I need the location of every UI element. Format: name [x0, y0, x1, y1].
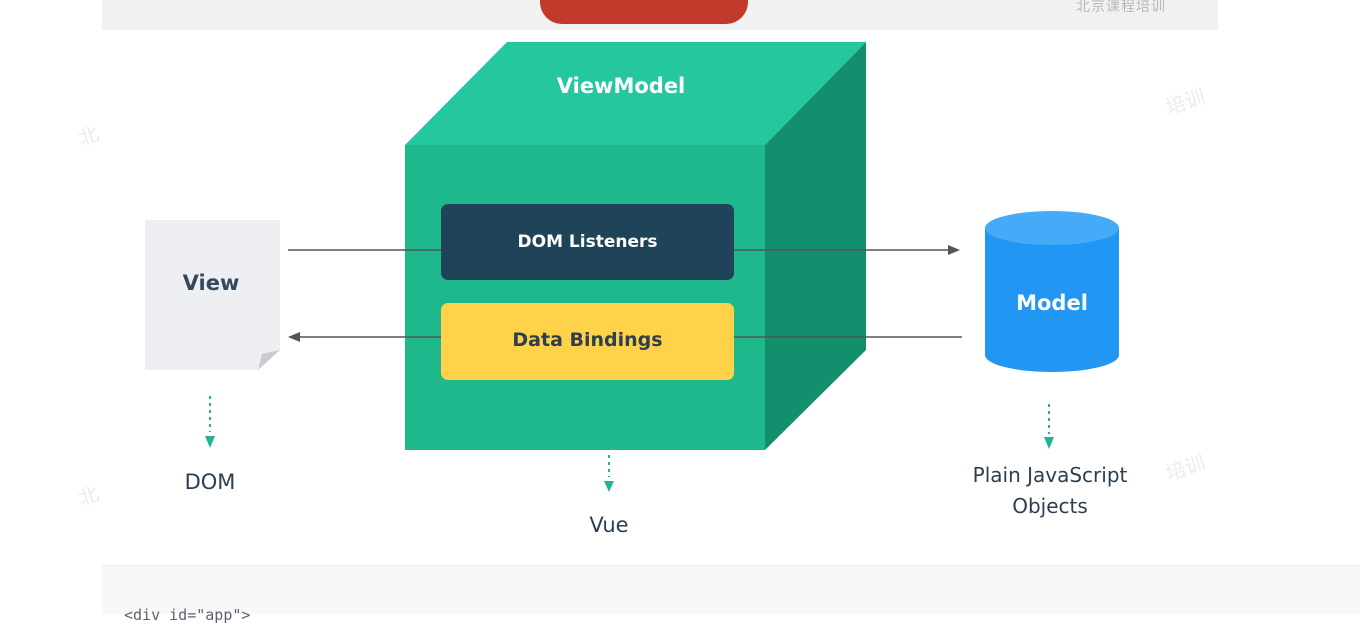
model-cylinder: [985, 211, 1119, 372]
code-line: <div id="app">: [124, 606, 251, 624]
dotted-arrow-model: [1044, 404, 1054, 449]
view-label: View: [182, 271, 240, 295]
viewmodel-cube: [405, 42, 866, 450]
data-bindings-label: Data Bindings: [512, 329, 663, 351]
cube-side-face: [765, 42, 866, 450]
view-document: [145, 220, 280, 370]
watermark-text: 北京课程培训: [1076, 0, 1166, 15]
cube-front-face: [405, 145, 765, 450]
dom-caption: DOM: [184, 470, 236, 494]
plain-js-caption-line1: Plain JavaScript: [972, 463, 1128, 487]
red-banner-shape: [540, 0, 748, 24]
data-bindings-box: [441, 303, 734, 380]
plain-js-caption-line2: Objects: [1012, 494, 1088, 518]
model-label: Model: [1016, 291, 1088, 315]
cube-top-face: [405, 42, 866, 145]
dom-listeners-box: [441, 204, 734, 280]
vue-caption: Vue: [589, 513, 629, 537]
dotted-arrow-dom: [205, 396, 215, 448]
dom-listeners-label: DOM Listeners: [517, 232, 658, 252]
code-block: <div id="app">: [102, 565, 1360, 624]
dotted-arrow-vue: [604, 455, 614, 492]
viewmodel-title: ViewModel: [556, 74, 686, 98]
